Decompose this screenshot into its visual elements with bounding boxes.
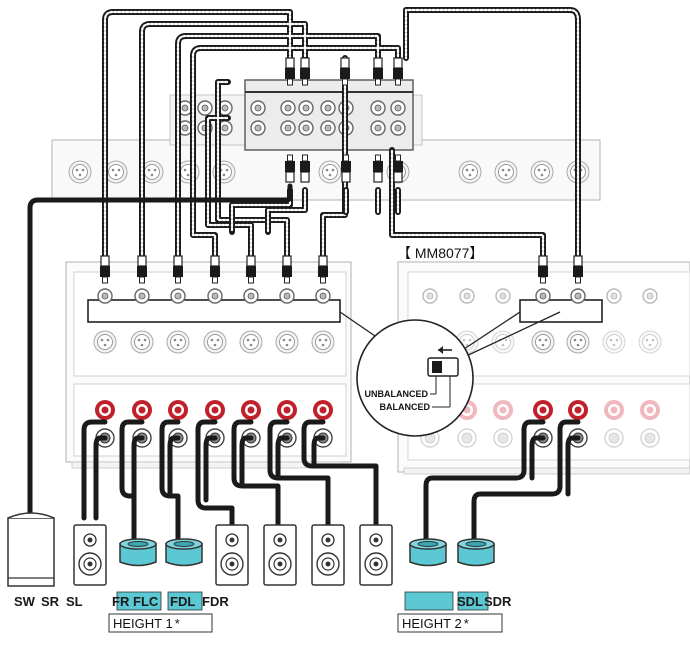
subwoofer-cable [27, 183, 293, 521]
height2-box-right [457, 591, 489, 611]
signal-cables [102, 7, 581, 265]
speaker-c [263, 524, 297, 586]
zoom-circle [356, 319, 474, 437]
top-device-xlr-row [68, 160, 590, 184]
balanced-switch-zoom: UNBALANCED BALANCED [339, 311, 561, 437]
label-sw: SW [14, 594, 36, 609]
balanced-label: BALANCED [380, 402, 431, 412]
label-sdr: SDR [484, 594, 512, 609]
unbalanced-label: UNBALANCED [365, 389, 429, 399]
subwoofer [7, 512, 55, 587]
speaker-sdl-height [409, 538, 447, 567]
height1-box-left [116, 591, 162, 611]
speaker-fdl-height [165, 538, 203, 567]
height1-label: HEIGHT 1* [113, 616, 180, 631]
speaker-wires [81, 419, 581, 543]
label-sdl: SDL [457, 594, 483, 609]
speaker-fr-height [119, 538, 157, 567]
speakers [7, 512, 495, 587]
speaker-fdr [311, 524, 345, 586]
height1-group-box [108, 613, 213, 633]
speaker-sdr-height [457, 538, 495, 567]
speaker-sr [73, 524, 107, 586]
speaker-labels: SW SR SL FR FLC FDL FDR SDL SDR HEIGHT 1… [14, 591, 512, 633]
height2-box-left [404, 591, 454, 611]
speaker-sl [359, 524, 393, 586]
height2-label: HEIGHT 2* [402, 616, 469, 631]
switch-slider [432, 361, 442, 373]
height2-group-box [397, 613, 503, 633]
amp-right-switch-highlight [519, 299, 603, 323]
amplifier-left [65, 261, 352, 469]
label-flc: FLC [133, 594, 159, 609]
speaker-fl [215, 524, 249, 586]
label-fr: FR [112, 594, 130, 609]
top-device [51, 79, 601, 201]
model-label: 【 MM8077】 [397, 245, 483, 261]
label-fdl: FDL [170, 594, 195, 609]
label-fdr: FDR [202, 594, 229, 609]
height1-box-right [167, 591, 203, 611]
label-sl: SL [66, 594, 83, 609]
label-sr: SR [41, 594, 60, 609]
